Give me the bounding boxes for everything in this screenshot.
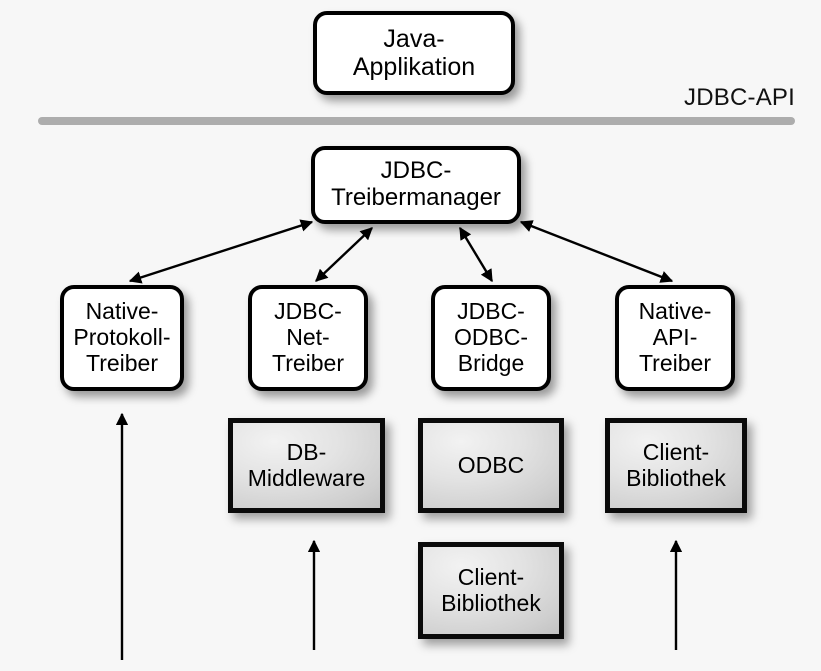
node-label-db-middleware: DB- Middleware <box>247 438 366 491</box>
node-label-jdbc-odbc-bridge: JDBC- ODBC- Bridge <box>453 298 529 376</box>
node-label-jdbc-treibermanager: JDBC- Treibermanager <box>331 157 501 211</box>
arrow-manager-to-native-api <box>519 220 674 283</box>
node-client-bibliothek-center: Client- Bibliothek <box>418 542 564 639</box>
jdbc-api-label: JDBC-API <box>684 84 795 111</box>
node-native-protokoll-treiber: Native- Protokoll- Treiber <box>60 285 184 391</box>
arrow-manager-to-jdbc-net <box>315 227 373 282</box>
jdbc-api-divider-line <box>38 117 795 125</box>
node-jdbc-treibermanager: JDBC- Treibermanager <box>311 146 521 224</box>
node-odbc: ODBC <box>418 418 564 513</box>
node-jdbc-net-treiber: JDBC- Net- Treiber <box>248 285 368 391</box>
node-db-middleware: DB- Middleware <box>228 418 385 513</box>
node-label-jdbc-net-treiber: JDBC- Net- Treiber <box>272 298 344 376</box>
node-label-client-bibliothek-center: Client- Bibliothek <box>441 563 541 616</box>
node-jdbc-odbc-bridge: JDBC- ODBC- Bridge <box>431 285 551 391</box>
arrow-manager-to-jdbc-odbc <box>458 226 494 283</box>
node-label-java-applikation: Java- Applikation <box>352 25 476 81</box>
node-label-odbc: ODBC <box>457 451 525 478</box>
node-native-api-treiber: Native- API- Treiber <box>615 285 735 391</box>
node-java-applikation: Java- Applikation <box>313 11 515 95</box>
node-label-native-protokoll-treiber: Native- Protokoll- Treiber <box>73 298 171 376</box>
node-label-client-bibliothek-right: Client- Bibliothek <box>626 438 726 491</box>
arrow-manager-to-native-protokoll <box>128 219 314 284</box>
node-label-native-api-treiber: Native- API- Treiber <box>638 298 712 376</box>
node-client-bibliothek-right: Client- Bibliothek <box>605 418 747 513</box>
